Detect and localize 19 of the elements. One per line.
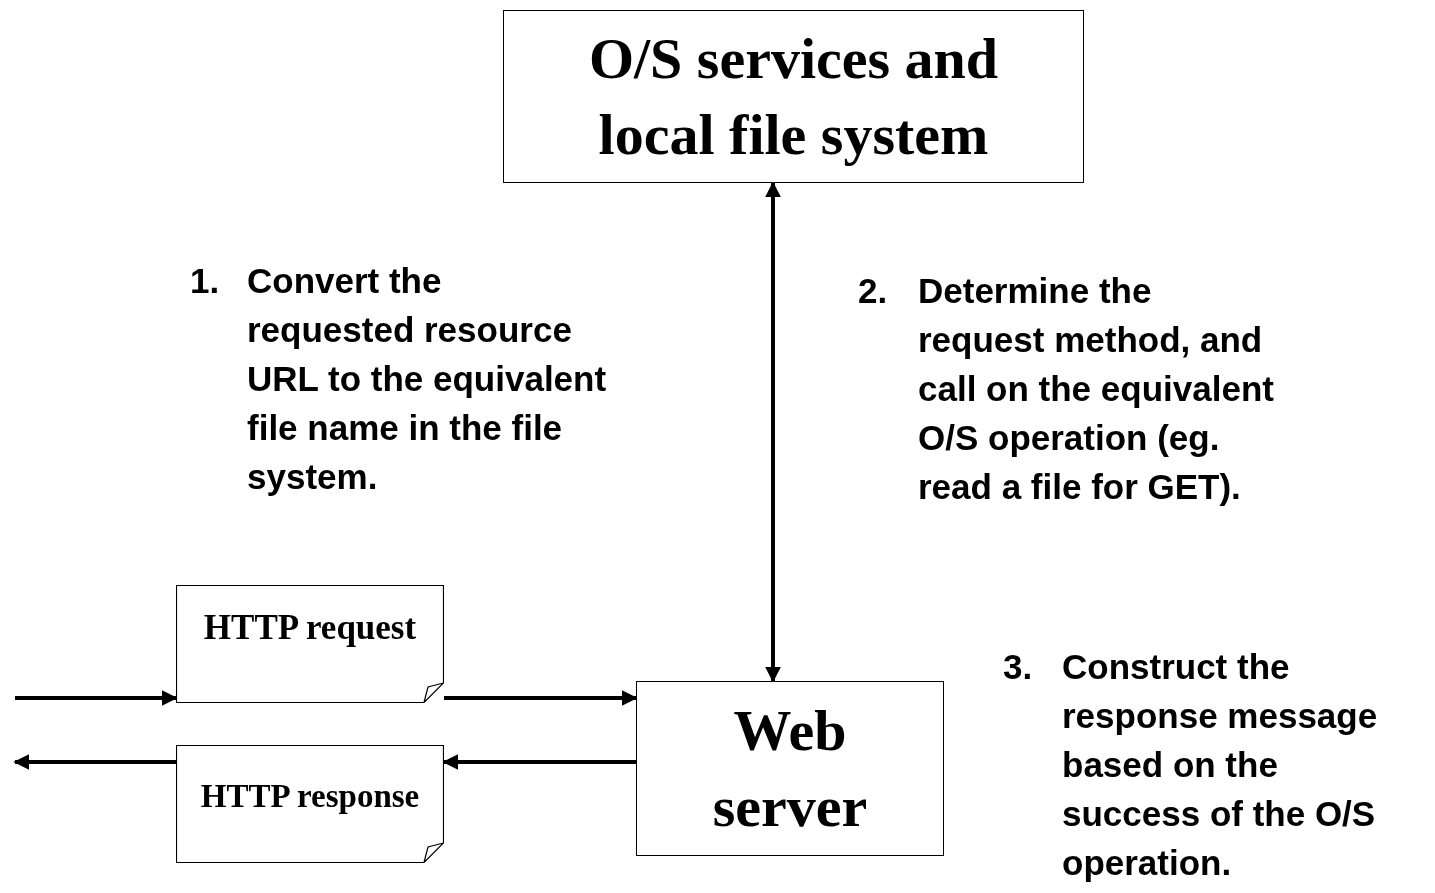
arrow <box>13 754 176 770</box>
step-number: 3. <box>1003 646 1034 688</box>
arrow <box>444 690 638 706</box>
process-box <box>503 10 1084 183</box>
step-number: 1. <box>190 260 221 302</box>
node-label: HTTP request <box>203 608 417 649</box>
arrow <box>15 690 178 706</box>
step-note: Determine the request method, and call on the equivalent O/S operation (eg. read a file for GET). <box>918 270 1275 508</box>
node-label: O/S services and local file system <box>587 24 1000 169</box>
document-shape <box>176 745 444 863</box>
step-note: Convert the requested resource URL to the equivalent file name in the file system. <box>247 260 608 498</box>
arrow <box>765 181 781 683</box>
document-shape <box>176 585 444 703</box>
node-label: Web server <box>711 696 869 841</box>
step-note: Construct the response message based on the success of the O/S operation. <box>1062 646 1379 884</box>
step-number: 2. <box>858 270 889 312</box>
node-label: HTTP response <box>200 777 420 816</box>
arrow <box>442 754 636 770</box>
process-box <box>636 681 944 856</box>
